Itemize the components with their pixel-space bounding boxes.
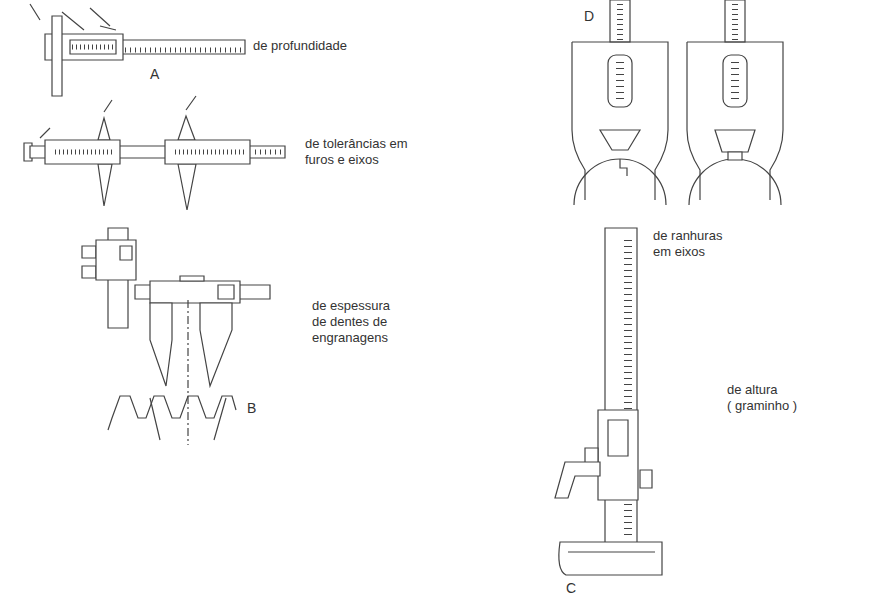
tolerance-caliper [24, 96, 285, 210]
gear-tooth-caliper [82, 228, 270, 445]
caption-label: de ranhuras em eixos [653, 228, 722, 260]
vernier-scale [175, 150, 245, 155]
depth-rod [52, 16, 62, 96]
base-line [568, 551, 655, 552]
stem [610, 0, 630, 42]
scale [125, 48, 242, 53]
vernier-window [218, 285, 234, 299]
vernier-scale [72, 45, 114, 50]
dimension-lines [150, 398, 226, 440]
scale [732, 4, 738, 40]
figure-letter: A [150, 66, 159, 82]
scale [255, 150, 283, 155]
horizontal-slider [150, 281, 240, 303]
vernier-window [120, 246, 132, 260]
shaft [574, 159, 666, 205]
slider [165, 140, 250, 164]
window-scale [616, 62, 624, 100]
dimension-lines [40, 96, 196, 138]
figure-letter: D [584, 8, 594, 24]
knob [82, 246, 96, 258]
center-line [187, 300, 188, 445]
slider [598, 410, 638, 500]
vernier-window [70, 40, 116, 54]
fine-adjust [640, 470, 652, 488]
window-scale [731, 62, 739, 100]
base [559, 542, 662, 575]
stem [725, 0, 745, 42]
knob [82, 266, 96, 278]
caption-label: de espessura de dentes de engranagens [312, 298, 390, 346]
beam [120, 40, 245, 54]
window [723, 55, 747, 107]
caption-label: de tolerâncias em furos e eixos [305, 136, 408, 168]
scriber [555, 462, 600, 498]
groove-calipers [572, 0, 783, 205]
gear-teeth [108, 396, 236, 430]
scale [617, 4, 623, 40]
figure-letter: C [566, 580, 576, 596]
caption-label: de profundidade [253, 38, 347, 54]
vernier-scale [55, 150, 115, 155]
slider [45, 140, 120, 164]
jaw [200, 303, 232, 386]
window [608, 55, 632, 107]
clamp-body [572, 42, 668, 200]
figure-letter: B [247, 400, 256, 416]
groove [728, 152, 742, 160]
caption-label: de altura ( graminho ) [727, 382, 797, 414]
vernier-window [608, 420, 628, 456]
depth-caliper [30, 4, 245, 96]
jaw [150, 303, 172, 386]
pointer [600, 130, 640, 150]
shaft [689, 159, 781, 205]
height-gauge [555, 228, 662, 575]
vertical-slider [96, 240, 136, 280]
clamp-body [687, 42, 783, 200]
knob [180, 276, 204, 281]
pointer [715, 130, 755, 152]
groove [620, 159, 627, 176]
dimension-lines [30, 4, 116, 30]
